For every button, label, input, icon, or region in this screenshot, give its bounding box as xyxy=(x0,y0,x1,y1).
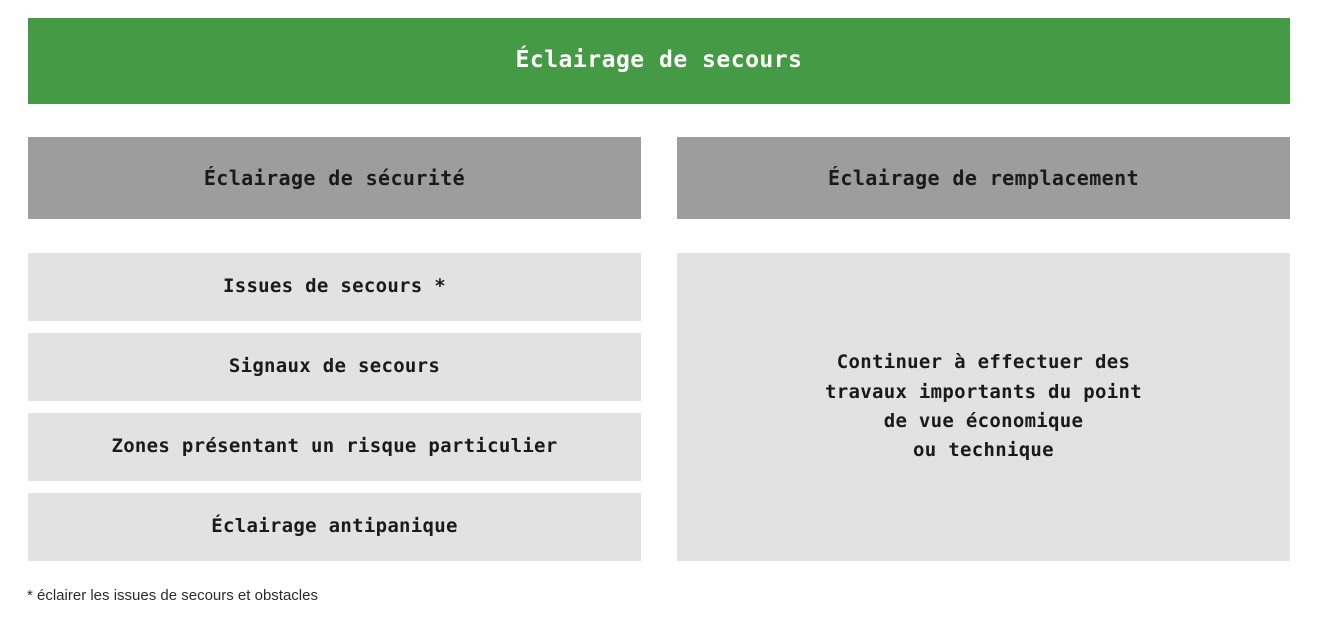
item-label: Issues de secours * xyxy=(222,275,447,298)
column-eclairage-de-remplacement: Éclairage de remplacement Continuer à ef… xyxy=(677,137,1290,561)
column-header-remplacement: Éclairage de remplacement xyxy=(677,137,1290,219)
panel-remplacement: Continuer à effectuer des travaux import… xyxy=(677,253,1290,561)
diagram-columns: Éclairage de sécurité Issues de secours … xyxy=(28,137,1290,561)
footnote: * éclairer les issues de secours et obst… xyxy=(27,587,318,604)
item-label: Zones présentant un risque particulier xyxy=(111,435,558,458)
item-eclairage-antipanique: Éclairage antipanique xyxy=(28,493,641,561)
item-label: Éclairage antipanique xyxy=(211,515,458,538)
panel-label: Continuer à effectuer des travaux import… xyxy=(825,351,1142,462)
item-label: Signaux de secours xyxy=(228,355,441,378)
column-items-securite: Issues de secours * Signaux de secours Z… xyxy=(28,253,641,561)
diagram-title-banner: Éclairage de secours xyxy=(28,18,1290,104)
column-header-securite: Éclairage de sécurité xyxy=(28,137,641,219)
diagram-title: Éclairage de secours xyxy=(515,47,803,74)
item-issues-de-secours: Issues de secours * xyxy=(28,253,641,321)
column-header-label: Éclairage de remplacement xyxy=(827,165,1140,190)
item-zones-risque-particulier: Zones présentant un risque particulier xyxy=(28,413,641,481)
column-eclairage-de-securite: Éclairage de sécurité Issues de secours … xyxy=(28,137,641,561)
item-signaux-de-secours: Signaux de secours xyxy=(28,333,641,401)
column-header-label: Éclairage de sécurité xyxy=(203,165,466,190)
